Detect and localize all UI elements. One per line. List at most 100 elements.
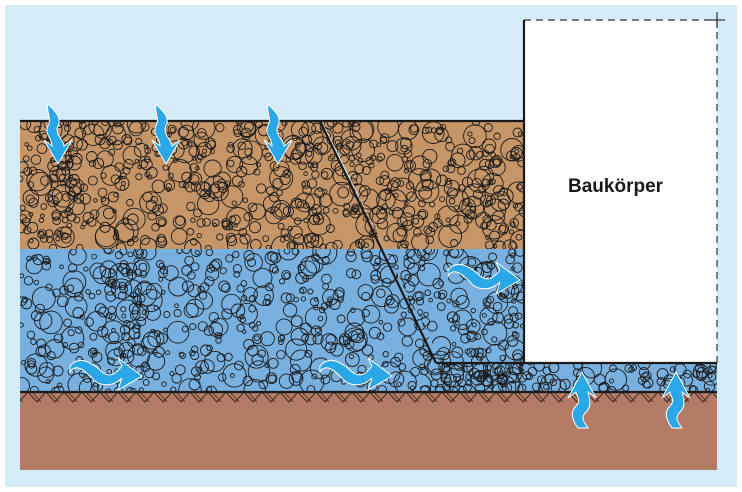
gravel-grain [73, 216, 81, 224]
gravel-grain [128, 327, 141, 340]
gravel-grain [241, 329, 247, 334]
gravel-grain [304, 333, 317, 346]
gravel-grain [88, 292, 96, 300]
gravel-grain [231, 175, 243, 187]
gravel-grain [356, 152, 362, 158]
hatch-stroke [513, 392, 533, 403]
gravel-grain [343, 327, 368, 353]
gravel-grain [388, 371, 405, 388]
gravel-grain [480, 221, 489, 230]
gravel-grain [47, 195, 59, 208]
gravel-grain [282, 303, 298, 318]
gravel-grain [455, 221, 461, 227]
gravel-grain [68, 342, 80, 354]
gravel-grain [103, 249, 112, 254]
gravel-grain [265, 186, 275, 195]
gravel-grain [162, 164, 169, 171]
gravel-grain [538, 381, 550, 392]
gravel-grain [171, 373, 182, 384]
gravel-grain [117, 265, 123, 272]
gravel-grain [409, 385, 416, 391]
gravel-grain [56, 295, 69, 308]
gravel-grain [438, 280, 445, 287]
gravel-grain [485, 195, 497, 206]
gravel-grain [236, 121, 257, 138]
gravel-grain [82, 211, 95, 224]
gravel-grain [484, 143, 495, 155]
gravel-grain [248, 221, 262, 234]
gravel-grain [422, 126, 430, 135]
gravel-grain [108, 263, 134, 288]
gravel-grain [510, 221, 516, 227]
gravel-grain [174, 364, 186, 376]
gravel-grain [118, 341, 135, 359]
gravel-grain [323, 121, 335, 130]
gravel-grain [417, 210, 427, 220]
gravel-grain [409, 155, 430, 176]
gravel-grain [59, 180, 66, 187]
gravel-grain [497, 371, 505, 379]
gravel-grain [267, 374, 277, 384]
gravel-grain [543, 383, 550, 390]
hatch-stroke [207, 392, 227, 403]
gravel-grain [442, 351, 464, 363]
gravel-grain [126, 121, 147, 134]
gravel-grain [357, 364, 367, 374]
gravel-grain [276, 349, 286, 360]
gravel-grain [52, 169, 59, 176]
gravel-grain [304, 232, 320, 248]
gravel-grain [299, 369, 325, 392]
gravel-grain [81, 220, 88, 227]
gravel-grain [455, 321, 460, 326]
gravel-grain [226, 207, 251, 232]
gravel-grain [468, 367, 480, 379]
gravel-grain [24, 142, 29, 147]
gravel-grain [224, 352, 233, 362]
gravel-grain [132, 282, 158, 307]
gravel-grain [244, 253, 263, 272]
gravel-grain [141, 361, 149, 368]
gravel-grain [244, 344, 269, 369]
hatch-stroke [409, 392, 420, 403]
gravel-grain [376, 142, 382, 148]
hatch-stroke [297, 392, 317, 403]
gravel-grain [131, 343, 145, 356]
gravel-grain [208, 322, 224, 337]
gravel-grain [398, 121, 419, 141]
gravel-grain [305, 150, 313, 157]
gravel-grain [143, 144, 149, 150]
gravel-grain [350, 328, 365, 344]
gravel-grain [430, 368, 443, 381]
gravel-grain [247, 360, 271, 383]
gravel-grain [400, 137, 412, 150]
gravel-grain [442, 381, 452, 391]
gravel-grain [350, 122, 361, 133]
gravel-grain [493, 240, 506, 249]
gravel-grain [531, 382, 541, 392]
gravel-grain [262, 235, 270, 242]
gravel-grain [278, 249, 299, 261]
gravel-grain [20, 297, 33, 310]
gravel-grain [370, 274, 380, 284]
gravel-grain [475, 212, 492, 229]
gravel-grain [255, 162, 262, 168]
hatch-stroke [157, 392, 168, 403]
gravel-grain [329, 298, 341, 310]
gravel-grain [158, 218, 166, 227]
gravel-grain [511, 298, 517, 304]
gravel-grain [137, 346, 147, 356]
gravel-grain [178, 351, 185, 358]
hatch-stroke [189, 392, 209, 403]
gravel-grain [493, 132, 501, 140]
gravel-grain [133, 259, 150, 277]
gravel-grain [31, 254, 38, 261]
gravel-grain [643, 380, 651, 389]
gravel-grain [509, 218, 519, 228]
hatch-stroke [553, 392, 564, 403]
gravel-grain [87, 217, 97, 227]
gravel-grain [491, 210, 506, 224]
gravel-grain [247, 202, 258, 213]
gravel-grain [125, 262, 138, 274]
gravel-grain [135, 300, 143, 308]
